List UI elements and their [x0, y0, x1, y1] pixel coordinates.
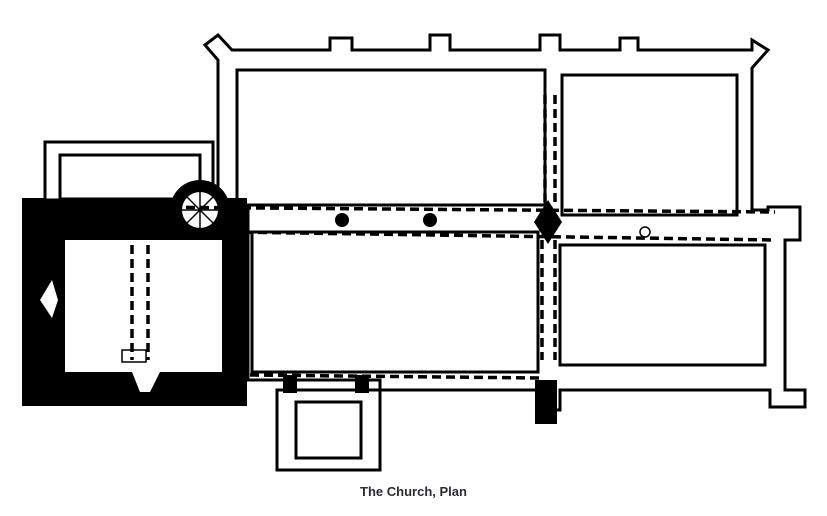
buttress — [535, 380, 557, 424]
nave-walls — [202, 32, 807, 412]
north-vestry — [43, 140, 215, 202]
buttress — [355, 375, 369, 393]
buttress — [283, 375, 297, 393]
figure-caption: The Church, Plan — [360, 484, 467, 499]
stair-turret — [170, 180, 230, 240]
arcade-lines — [129, 95, 776, 380]
south-porch — [275, 388, 382, 472]
piers — [335, 200, 651, 244]
church-floor-plan — [22, 32, 807, 472]
